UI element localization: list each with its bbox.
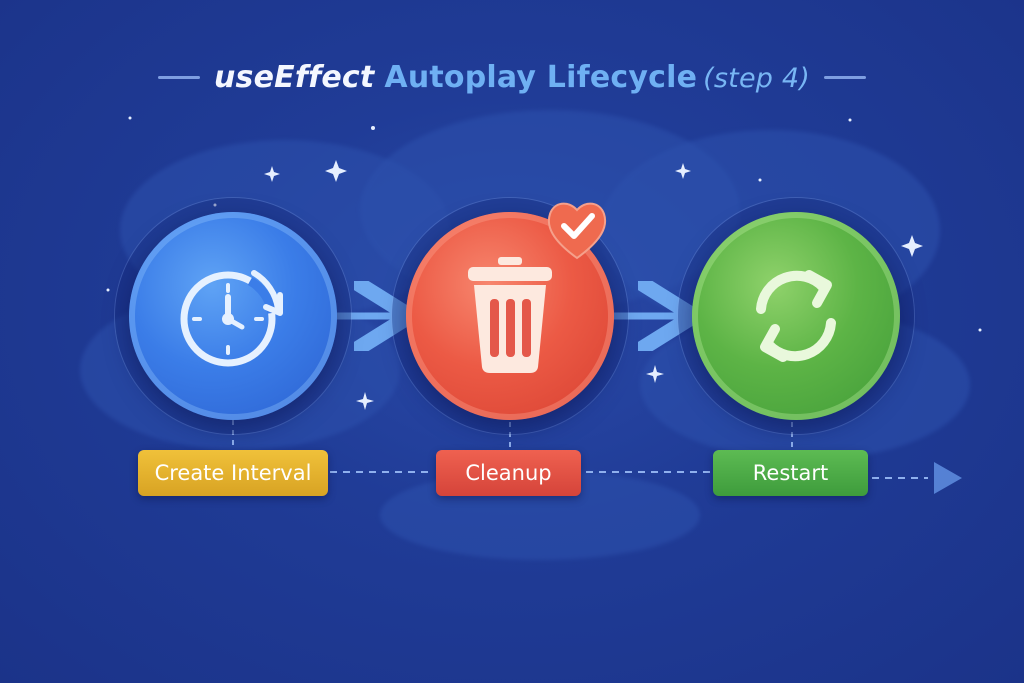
step-restart-node <box>678 198 914 434</box>
refresh-icon <box>756 270 836 362</box>
label-cleanup: Cleanup <box>436 450 581 496</box>
step-create-interval-node <box>115 198 351 434</box>
title-part-step: (step 4) <box>703 62 811 94</box>
step-cleanup-node <box>392 198 628 434</box>
check-badge-icon <box>547 202 607 260</box>
label-restart: Restart <box>713 450 868 496</box>
title-dash-right <box>824 75 867 79</box>
timeline-arrowhead <box>934 462 962 494</box>
title-part-useeffect: useEffect <box>213 59 375 95</box>
title-part-lifecycle: Autoplay Lifecycle <box>384 59 698 95</box>
clock-icon <box>180 270 283 367</box>
trash-icon <box>468 257 552 373</box>
title-dash-left <box>157 75 200 79</box>
step-circle-green <box>692 212 900 420</box>
step-circle-blue <box>129 212 337 420</box>
label-create-interval: Create Interval <box>138 450 328 496</box>
